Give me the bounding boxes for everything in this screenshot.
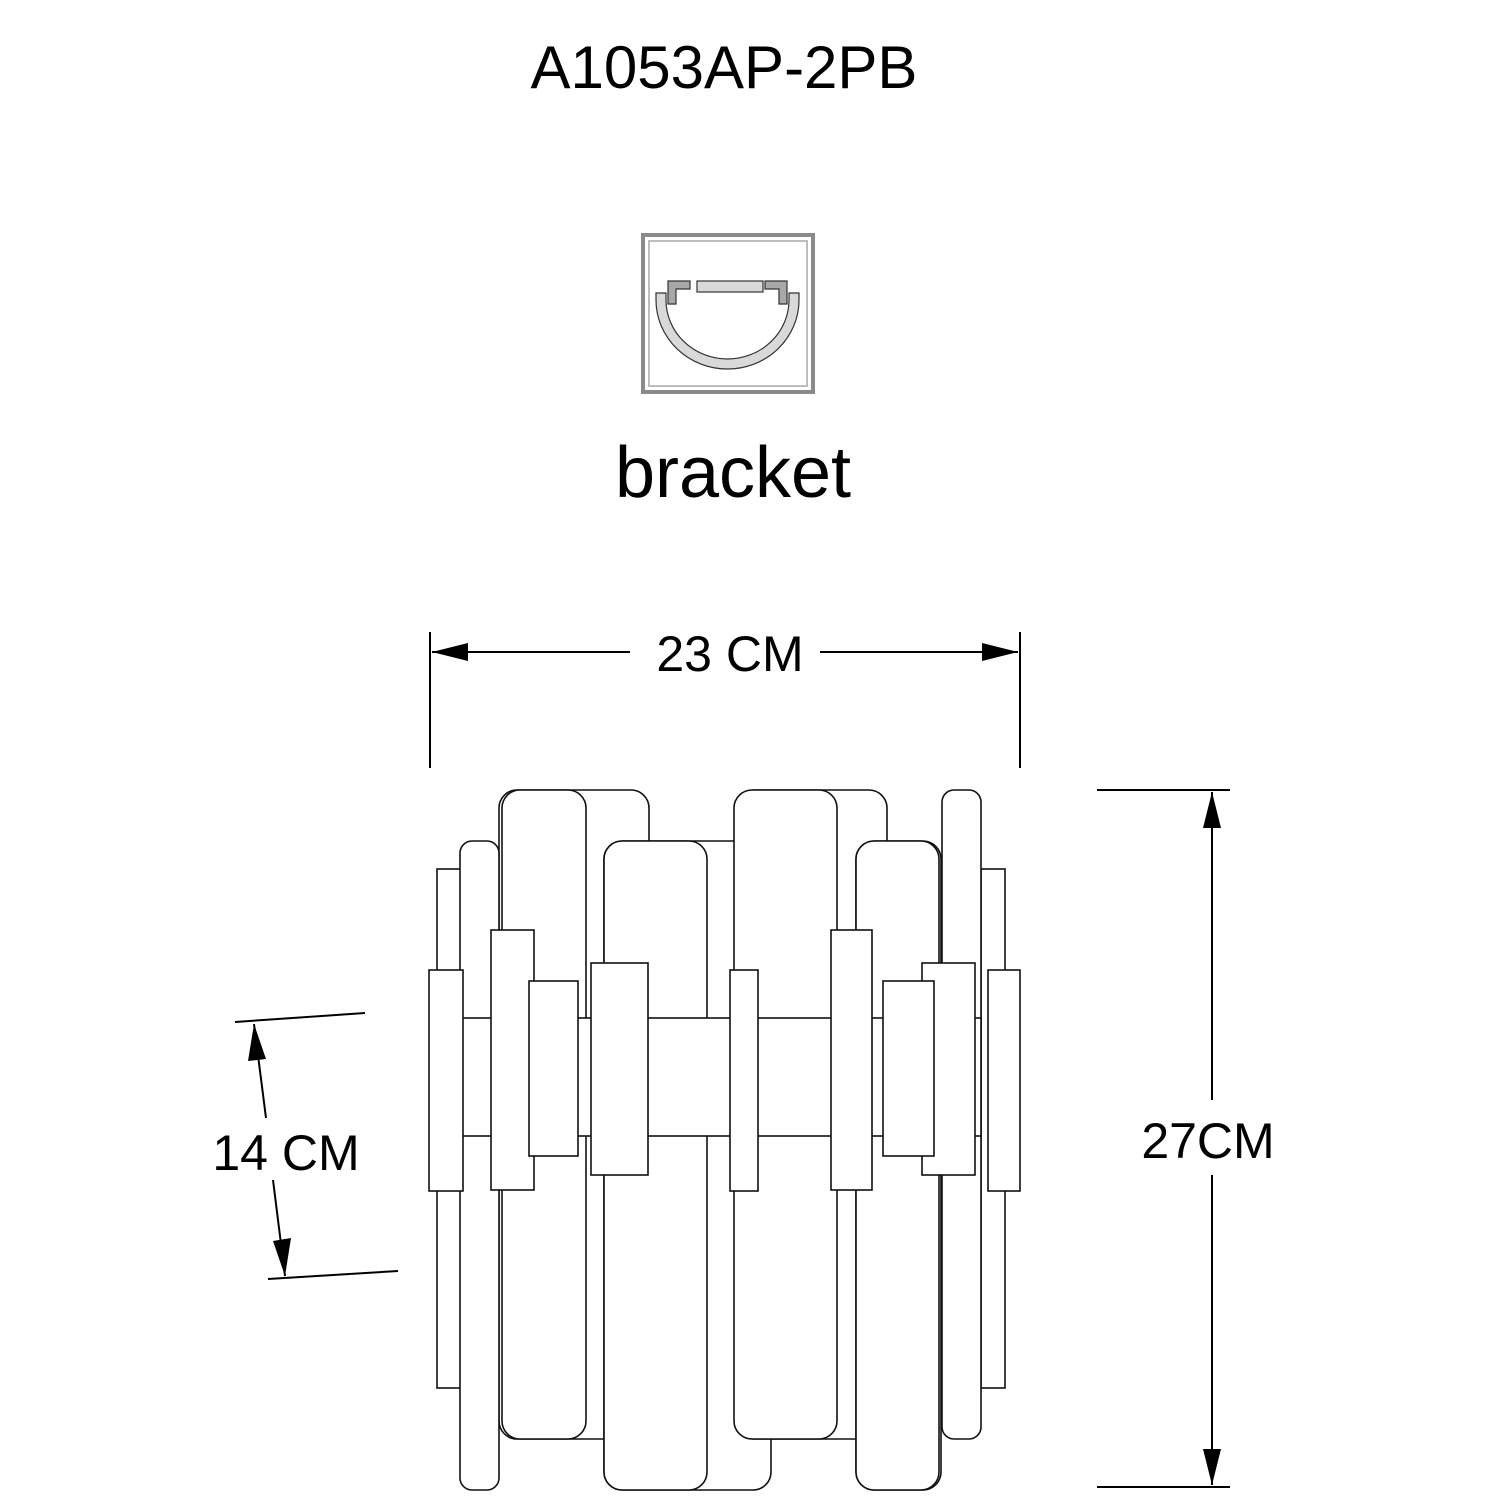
height-label: 27CM: [1141, 1113, 1274, 1169]
bracket-label: bracket: [615, 433, 851, 513]
height-dimension: [1097, 789, 1230, 1488]
model-title: A1053AP-2PB: [531, 34, 918, 101]
bracket-cross-section-icon: [641, 233, 815, 394]
mount-height-label: 14 CM: [212, 1125, 359, 1181]
width-dimension: [429, 632, 1021, 768]
mount-height-dimension: [234, 1012, 399, 1280]
wall-lamp-front-view: [428, 789, 1021, 1491]
width-label: 23 CM: [656, 626, 803, 682]
